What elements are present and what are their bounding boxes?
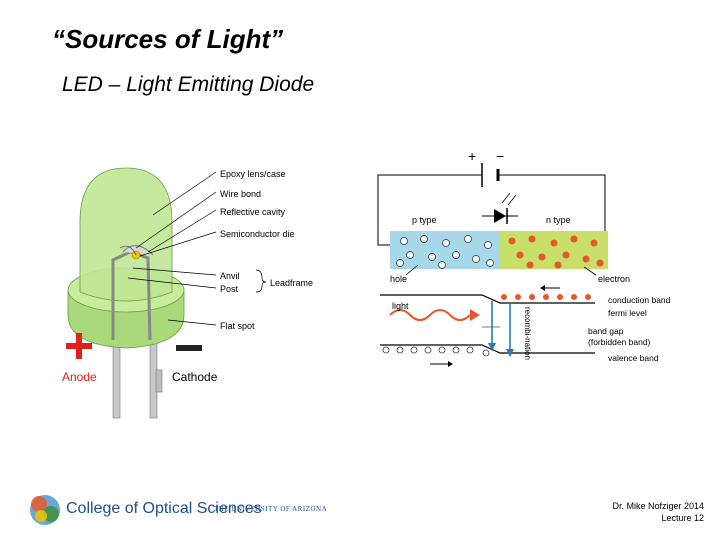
epoxy-lens-body [79, 167, 173, 302]
electrons [508, 235, 604, 269]
battery-plus: + [468, 148, 476, 164]
label-band-gap: band gap [588, 326, 624, 336]
photon-wave [389, 309, 471, 321]
label-cathode: Cathode [172, 370, 218, 384]
anode-plus-icon [66, 333, 92, 359]
pn-junction-band-diagram: + − p type n type hole electron [377, 148, 671, 367]
college-logo: College of Optical Sciences THE UNIVERSI… [26, 492, 327, 528]
label-recombination: recombi-nation [523, 307, 532, 360]
led-leads [112, 339, 163, 419]
leader-lines [127, 171, 267, 326]
university-name: THE UNIVERSITY OF ARIZONA [214, 505, 328, 513]
holes [396, 235, 494, 269]
label-valence-band: valence band [608, 353, 659, 363]
label-fermi-level: fermi level [608, 308, 647, 318]
slide-title: “Sources of Light” [52, 24, 284, 54]
label-p-type: p type [412, 215, 437, 225]
label-flat-spot: Flat spot [220, 321, 255, 331]
college-name: College of Optical Sciences [66, 500, 262, 517]
author-line: Dr. Mike Nofziger 2014 [612, 501, 704, 511]
label-wire-bond: Wire bond [220, 189, 261, 199]
label-reflective-cavity: Reflective cavity [220, 207, 286, 217]
diode-symbol-icon [482, 192, 518, 224]
lecture-line: Lecture 12 [661, 513, 704, 523]
label-epoxy-lens: Epoxy lens/case [220, 169, 286, 179]
optical-sciences-logo-icon [30, 495, 60, 525]
drift-arrows [430, 287, 560, 365]
label-anvil: Anvil [220, 271, 240, 281]
slide-subtitle: LED – Light Emitting Diode [62, 73, 315, 96]
cathode-minus-icon [176, 345, 202, 351]
label-n-type: n type [546, 215, 571, 225]
label-conduction-band: conduction band [608, 295, 671, 305]
label-anode: Anode [62, 370, 97, 384]
wire-bond [119, 245, 137, 256]
label-semiconductor-die: Semiconductor die [220, 229, 295, 239]
label-leadframe: Leadframe [270, 278, 313, 288]
band-edges [380, 294, 595, 354]
label-forbidden-band: (forbidden band) [588, 337, 651, 347]
label-light: light [392, 301, 409, 311]
label-electron: electron [598, 274, 630, 284]
led-internal-frame [111, 245, 154, 341]
valence-holes [382, 346, 490, 357]
label-post: Post [220, 284, 239, 294]
recombination-arrows [491, 301, 511, 351]
slide-credit: Dr. Mike Nofziger 2014 Lecture 12 [612, 500, 704, 524]
label-hole: hole [390, 274, 407, 284]
led-package-diagram: Epoxy lens/case Wire bond Reflective cav… [62, 167, 313, 419]
n-type-region [500, 231, 608, 269]
battery-minus: − [496, 148, 504, 164]
conduction-electrons [501, 294, 591, 300]
